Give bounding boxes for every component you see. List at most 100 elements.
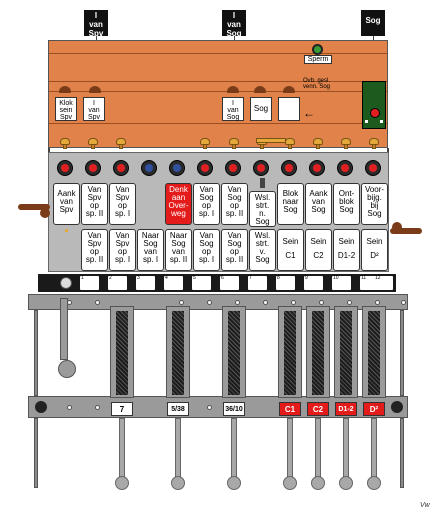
lever-handle[interactable] [227,476,241,490]
right-crank[interactable] [390,228,422,234]
toggle-switch[interactable] [260,178,265,188]
knob[interactable] [59,86,71,93]
lever-handle[interactable] [339,476,353,490]
btn-wsl-strt-v-sog[interactable]: Wsl.strt.v.Sog [249,229,276,271]
panel-rail [49,81,387,82]
lever-plate: 36/10 [223,402,245,416]
lever-plate: C1 [279,402,301,416]
lamp-red [57,160,73,176]
lever-rod[interactable] [371,418,377,480]
main-key-icon[interactable] [60,277,72,289]
tag-i-van-sog[interactable]: I van Sog [222,10,246,38]
slot: 1 [80,275,99,290]
lamp-blue [169,160,185,176]
lever-3[interactable] [222,306,246,398]
lever-rod[interactable] [315,418,321,480]
knob-3[interactable] [114,138,128,149]
lever-rod[interactable] [119,418,125,480]
lever-handle[interactable] [171,476,185,490]
lever-7[interactable] [362,306,386,398]
knob[interactable] [254,86,266,93]
lever-6[interactable] [334,306,358,398]
lever-rod[interactable] [287,418,293,480]
tag-label: I [94,11,98,20]
knob-8[interactable] [311,138,325,149]
slot: 9 [304,275,323,290]
knob-5[interactable] [227,138,241,149]
lever-handle[interactable] [367,476,381,490]
tag-sog[interactable]: Sog [361,10,385,36]
lamp-red [365,160,381,176]
lever-handle[interactable] [283,476,297,490]
card-blank[interactable] [278,97,300,121]
green-lamp-box [362,81,386,129]
knob[interactable] [283,86,295,93]
lever-plate: 5/38 [167,402,189,416]
lamp-blue [141,160,157,176]
knob-10[interactable] [367,138,381,149]
slot: 5 [192,275,211,290]
slot: 10 [332,275,351,290]
tag-label: Spv [88,29,104,38]
left-crank[interactable] [18,204,50,210]
panel-rail [49,123,387,124]
knob-9[interactable] [339,138,353,149]
lamp-red [85,160,101,176]
slot: 3 [136,275,155,290]
knob[interactable] [227,86,239,93]
knob-1[interactable] [58,138,72,149]
lever-rod[interactable] [231,418,237,480]
lever-handle[interactable] [311,476,325,490]
slot: 7 [248,275,267,290]
knob[interactable] [89,86,101,93]
knob-4[interactable] [198,138,212,149]
reverser-lever[interactable] [60,298,68,360]
tag-i-van-spv[interactable]: I van Spv [84,10,108,38]
right-crank-handle[interactable] [392,222,402,232]
lever-1[interactable] [110,306,134,398]
lever-rod[interactable] [343,418,349,480]
sperm-label: Sperm [304,55,332,64]
btn-wsl-strt-n-sog[interactable]: Wsl.strt.n.Sog [249,191,276,227]
lever-5[interactable] [306,306,330,398]
tag-label: Sog [226,29,242,38]
lamp-red [225,160,241,176]
lever-handle[interactable] [115,476,129,490]
knob-2[interactable] [86,138,100,149]
lever-plate: 7 [111,402,133,416]
lever-2[interactable] [166,306,190,398]
slot: 8 [276,275,295,290]
lever-4[interactable] [278,306,302,398]
card-sog[interactable]: Sog [250,97,272,121]
lever-rod[interactable] [175,418,181,480]
slot: 2 [108,275,127,290]
left-crank-handle[interactable] [40,208,50,218]
lamp-red [253,160,269,176]
reverser-knob[interactable] [58,360,76,378]
